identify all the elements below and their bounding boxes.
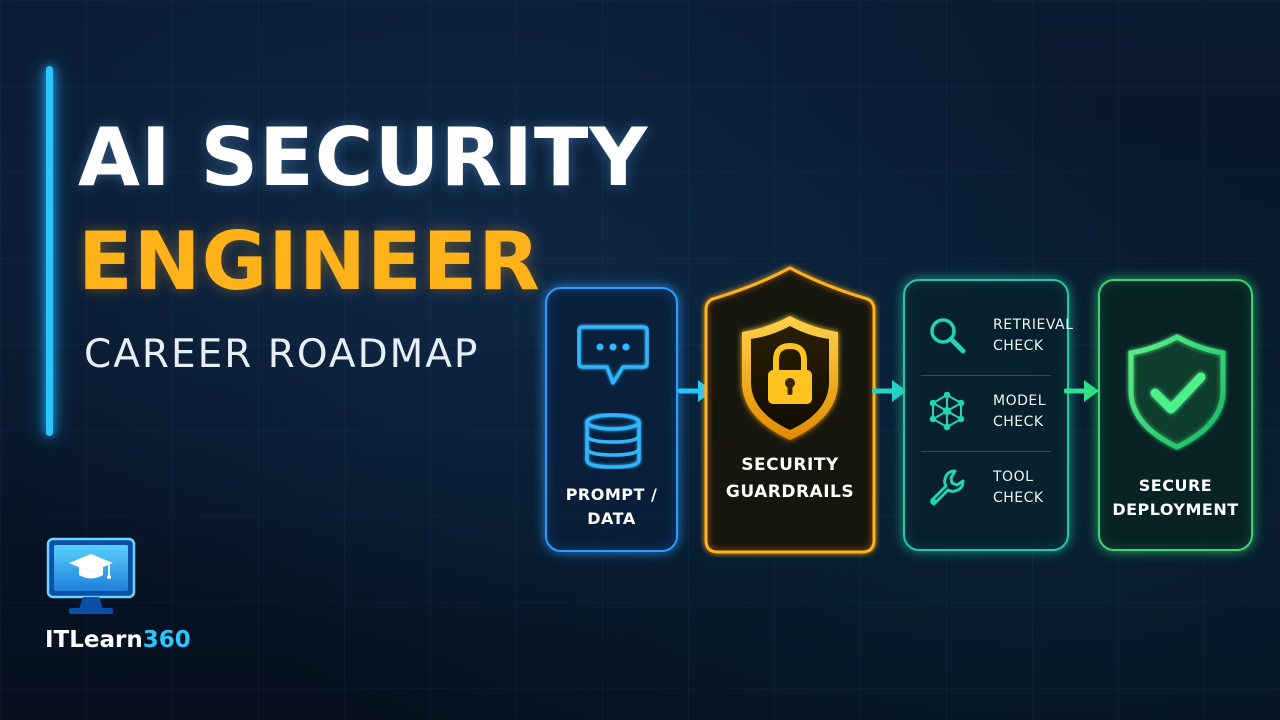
- check-row-retrieval: RETRIEVAL CHECK: [923, 309, 1073, 363]
- check-row-tool: TOOL CHECK: [923, 461, 1053, 515]
- step-deployment-label: SECURE DEPLOYMENT: [1100, 474, 1251, 522]
- check-divider: [921, 451, 1051, 452]
- step-guardrails-label-line1: SECURITY: [741, 455, 839, 475]
- arrow-right-icon: [1064, 380, 1099, 402]
- check-text-retrieval: RETRIEVAL CHECK: [993, 315, 1073, 357]
- check-text-model: MODEL CHECK: [993, 391, 1046, 433]
- check-tool-line2: CHECK: [993, 490, 1044, 506]
- check-divider: [921, 375, 1051, 376]
- check-row-model: MODEL CHECK: [923, 385, 1053, 439]
- check-retrieval-line1: RETRIEVAL: [993, 317, 1074, 333]
- graduation-cap-icon: [69, 554, 113, 579]
- step-prompt-data-label: PROMPT / DATA: [547, 483, 676, 531]
- check-retrieval-line2: CHECK: [993, 338, 1044, 354]
- padlock-icon: [768, 342, 812, 404]
- step-guardrails-label: SECURITY GUARDRAILS: [700, 452, 880, 506]
- arrow-right-icon: [872, 380, 907, 402]
- accent-bar: [46, 66, 53, 436]
- magnifier-icon: [930, 318, 966, 354]
- title-line-1: AI SECURITY: [78, 111, 649, 204]
- check-text-tool: TOOL CHECK: [993, 467, 1044, 509]
- check-tool-line1: TOOL: [993, 469, 1034, 485]
- chat-bubble-icon: [577, 325, 649, 385]
- step-deployment-label-line2: DEPLOYMENT: [1112, 500, 1239, 519]
- step-deployment-card: SECURE DEPLOYMENT: [1098, 279, 1253, 551]
- brand-name-part2: 360: [142, 627, 191, 653]
- check-model-line2: CHECK: [993, 414, 1044, 430]
- step-guardrails-label-line2: GUARDRAILS: [725, 482, 855, 502]
- brand-name: ITLearn360: [45, 625, 191, 655]
- shield-check-icon: [1128, 334, 1226, 450]
- network-nodes-icon: [929, 391, 965, 431]
- subtitle: CAREER ROADMAP: [84, 332, 480, 377]
- step-guardrails-card: [704, 266, 876, 554]
- database-icon: [585, 413, 641, 469]
- step-prompt-data-card: PROMPT / DATA: [545, 287, 678, 552]
- brand-name-part1: ITLearn: [45, 627, 143, 653]
- step-deployment-label-line1: SECURE: [1138, 476, 1213, 495]
- check-model-line1: MODEL: [993, 393, 1047, 409]
- step-checks-card: RETRIEVAL CHECK MODEL CHECK: [903, 279, 1073, 551]
- title-line-2: ENGINEER: [78, 215, 541, 308]
- monitor-graduation-cap-icon: [46, 537, 136, 614]
- wrench-icon: [930, 469, 965, 506]
- step-prompt-data-label-line1: PROMPT /: [565, 485, 658, 504]
- step-prompt-data-label-line2: DATA: [587, 509, 636, 528]
